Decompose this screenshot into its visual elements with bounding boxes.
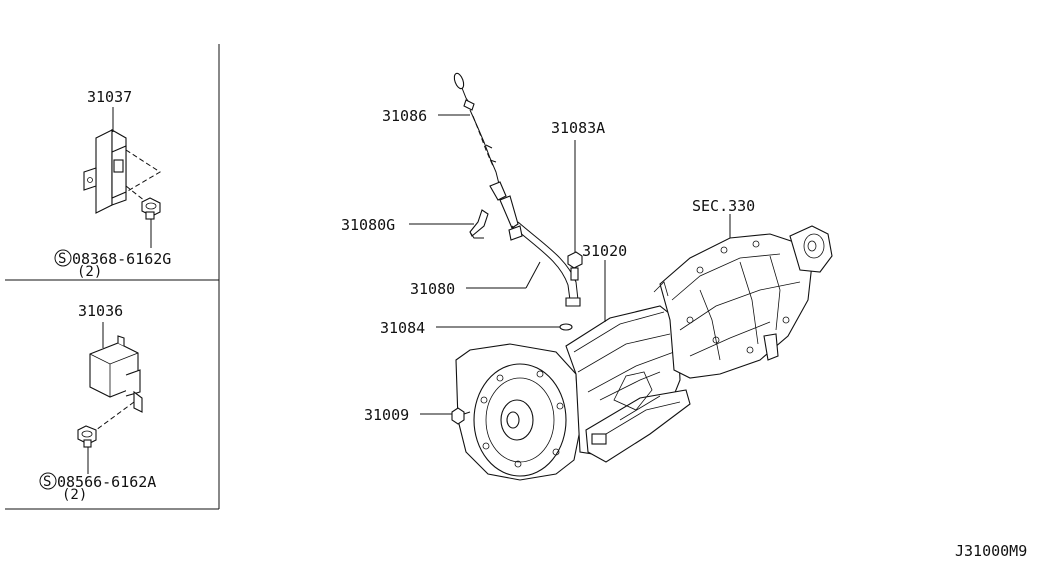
- s-mark-1: S: [58, 251, 66, 267]
- label-31084: 31084: [380, 319, 425, 337]
- transmission-31020-drawing: [455, 225, 833, 481]
- label-31036: 31036: [78, 302, 123, 320]
- bolt-31009-drawing: [451, 407, 471, 425]
- label-31083a: 31083A: [551, 119, 605, 137]
- label-31080: 31080: [410, 280, 455, 298]
- clip-31080g-drawing: [469, 209, 489, 239]
- dipstick-tube-31080-drawing: [499, 195, 581, 307]
- label-31080g: 31080G: [341, 216, 395, 234]
- left-panel-frame: [5, 44, 220, 510]
- s-mark-2: S: [43, 474, 51, 490]
- s-circle-icon: [39, 472, 57, 490]
- label-sec330: SEC.330: [692, 197, 755, 215]
- label-31009: 31009: [364, 406, 409, 424]
- dipstick-31086-drawing: [453, 72, 507, 201]
- leader-lines: [409, 114, 731, 415]
- label-31037: 31037: [87, 88, 132, 106]
- diagram-code: J31000M9: [955, 542, 1027, 560]
- bolt-08566-label: S 08566-6162A (2): [39, 472, 156, 503]
- qty-08566: (2): [62, 487, 87, 503]
- label-31086: 31086: [382, 107, 427, 125]
- label-08368-6162g: 08368-6162G: [72, 250, 171, 268]
- part-31036-drawing: [77, 335, 143, 448]
- label-08566-6162a: 08566-6162A: [57, 473, 156, 491]
- s-circle-icon: [54, 249, 72, 267]
- bolt-08368-icon: [141, 197, 161, 220]
- label-31020: 31020: [582, 242, 627, 260]
- part-31037-drawing: [83, 129, 161, 220]
- bolt-08368-label: S 08368-6162G (2): [54, 249, 171, 280]
- oring-31084-drawing: [559, 323, 573, 331]
- qty-08368: (2): [77, 264, 102, 280]
- bolt-31083a-drawing: [567, 251, 583, 281]
- bolt-08566-icon: [77, 425, 97, 448]
